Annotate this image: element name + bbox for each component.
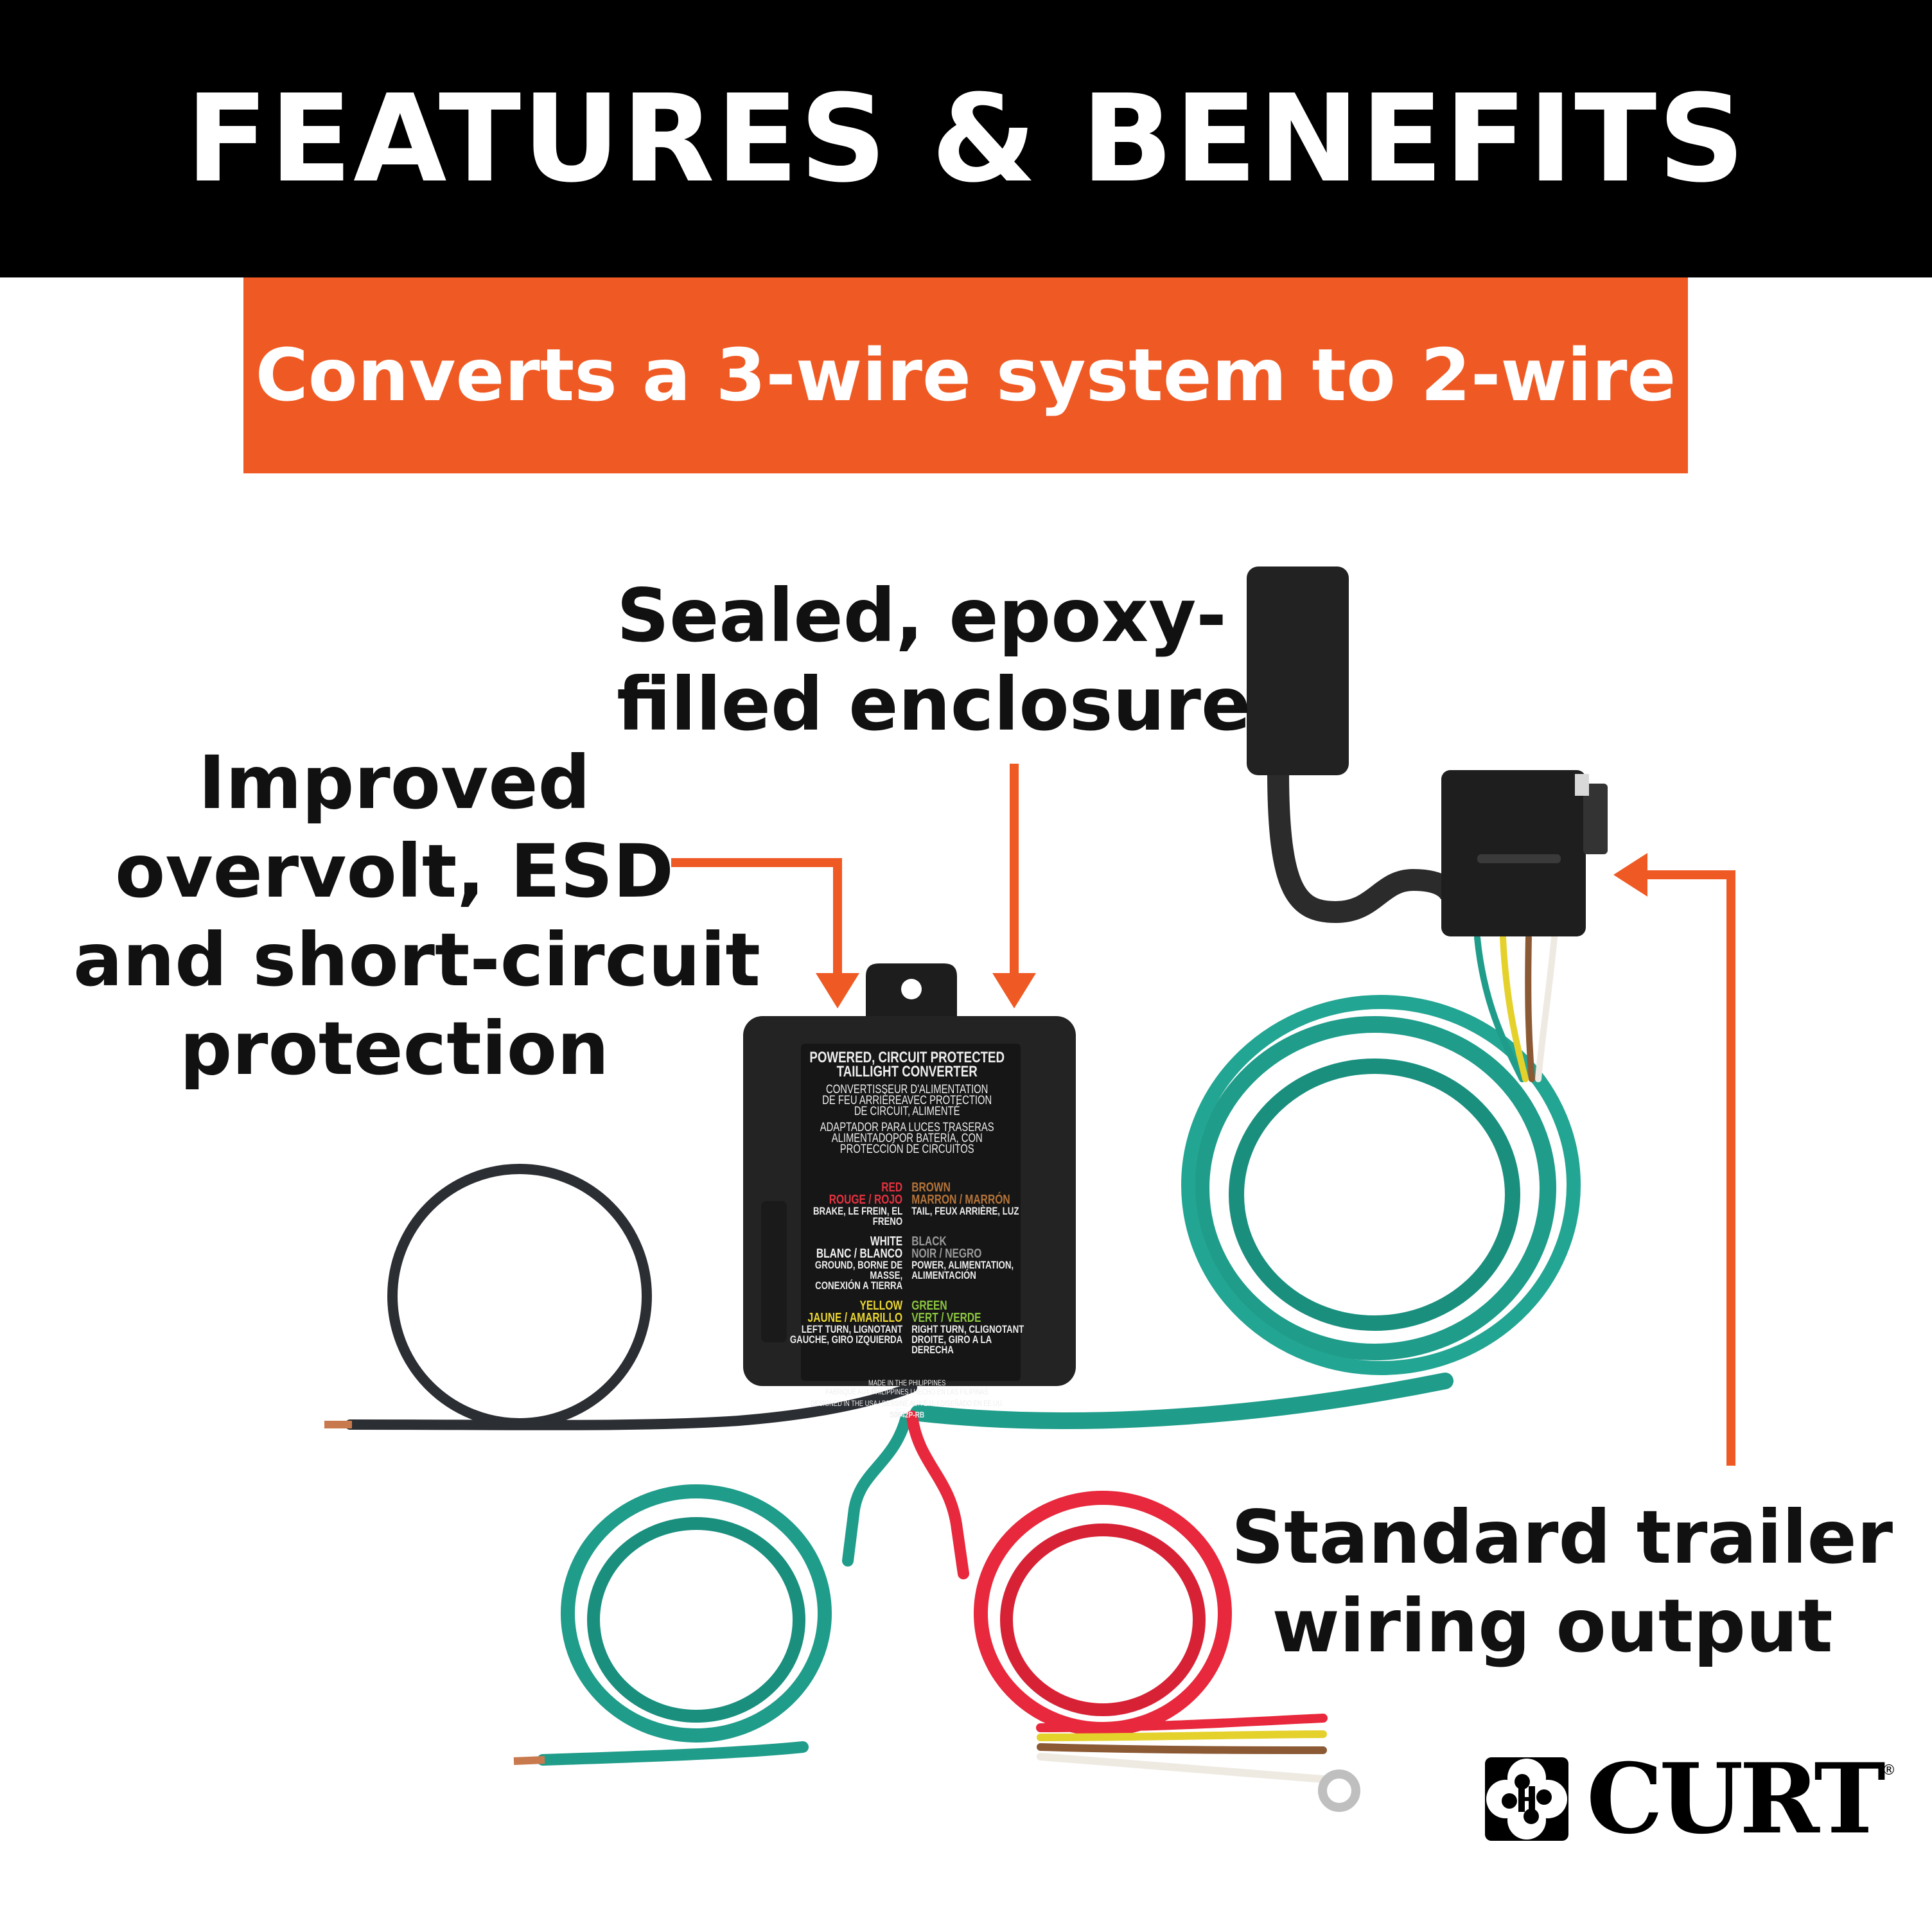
- curt-logo-text: CURT: [1586, 1743, 1886, 1856]
- wire-color: BLACK: [911, 1234, 947, 1249]
- label-spanish: ALIMENTADOPOR BATERÍA, CON: [831, 1132, 983, 1145]
- callout-protection: Improved overvolt, ESD and short-circuit…: [73, 739, 760, 1093]
- wire-function: POWER, ALIMENTATION,: [911, 1259, 1014, 1271]
- converter-box: [743, 963, 1076, 1386]
- header-bar: FEATURES & BENEFITS: [0, 0, 1932, 277]
- product-label: POWERED, CIRCUIT PROTECTED TAILLIGHT CON…: [787, 1049, 1027, 1419]
- green-wire-tip: [513, 1756, 545, 1765]
- wire-names: BLANC / BLANCO: [816, 1247, 903, 1261]
- curt-logo-mark-icon: [1485, 1757, 1568, 1841]
- wire-names: NOIR / NEGRO: [911, 1247, 982, 1261]
- label-title: TAILLIGHT CONVERTER: [836, 1063, 978, 1080]
- wire-names: MARRON / MARRÓN: [911, 1193, 1010, 1207]
- wire-function: DROITE, GIRO A LA DERECHA: [911, 1333, 992, 1356]
- label-spanish: ADAPTADOR PARA LUCES TRASERAS: [820, 1121, 994, 1134]
- callout-arrows: [671, 764, 1735, 1466]
- wire-color: BROWN: [911, 1181, 951, 1195]
- label-title: POWERED, CIRCUIT PROTECTED: [809, 1049, 1005, 1066]
- wire-color: RED: [881, 1181, 903, 1195]
- wire-function: LEFT TURN, LIGNOTANT: [801, 1323, 903, 1335]
- callout-line: Improved: [198, 740, 591, 825]
- callout-line: filled enclosure: [617, 662, 1251, 747]
- label-french: DE CIRCUIT, ALIMENTÉ: [854, 1105, 960, 1118]
- trailer-harness: [910, 935, 1581, 1429]
- registered-mark: ®: [1881, 1762, 1896, 1778]
- trailer-connector: [1247, 566, 1608, 936]
- red-lead: [906, 1410, 1328, 1783]
- label-french: DE FEU ARRIÈREAVEC PROTECTION: [822, 1094, 992, 1107]
- callout-line: Standard trailer: [1231, 1495, 1893, 1580]
- curt-logo: CURT ®: [1485, 1743, 1896, 1856]
- subtitle-banner: Converts a 3-wire system to 2-wire: [243, 277, 1688, 473]
- label-footer: DESIGNED IN THE USA I DESSINÉ AUX É.U. I…: [810, 1399, 1004, 1408]
- wire-function: ALIMENTACIÓN: [911, 1269, 976, 1281]
- arrow-output: [1644, 870, 1735, 1466]
- callout-line: wiring output: [1272, 1583, 1833, 1669]
- part-number: S0642P-RB: [890, 1410, 925, 1419]
- wire-function: BRAKE, LE FREIN, EL FRENO: [812, 1205, 903, 1227]
- ring-terminal: [1318, 1770, 1360, 1812]
- wire-function: GROUND, BORNE DE MASSE,: [814, 1259, 903, 1281]
- arrow-protection: [671, 858, 842, 976]
- wire-color: YELLOW: [859, 1299, 903, 1313]
- callout-line: Sealed, epoxy-: [617, 573, 1227, 658]
- wire-names: ROUGE / ROJO: [829, 1193, 903, 1207]
- green-lead: [537, 1414, 911, 1766]
- label-footer: FABRIQUÉ AUX PHILIPPINES I HECHO EN LAS …: [825, 1387, 988, 1396]
- wire-function: TAIL, FEUX ARRIÈRE, LUZ: [911, 1205, 1019, 1217]
- wire-function: CONEXIÓN A TIERRA: [815, 1279, 903, 1292]
- callout-line: overvolt, ESD: [115, 829, 674, 914]
- black-wire: [345, 1164, 917, 1430]
- label-french: CONVERTISSEUR D'ALIMENTATION: [826, 1083, 988, 1096]
- wire-names: VERT / VERDE: [911, 1311, 981, 1325]
- wire-color: GREEN: [911, 1299, 947, 1313]
- arrow-heads: [816, 853, 1647, 1008]
- wire-function: GAUCHE, GIRO IZQUIERDA: [789, 1333, 903, 1346]
- subtitle-text: Converts a 3-wire system to 2-wire: [255, 333, 1676, 417]
- wire-function: RIGHT TURN, CLIGNOTANT: [911, 1323, 1024, 1335]
- label-footer: MADE IN THE PHILIPPINES: [868, 1378, 946, 1387]
- callout-enclosure: Sealed, epoxy- filled enclosure: [617, 572, 1251, 749]
- label-spanish: PROTECCIÓN DE CIRCUITOS: [839, 1143, 974, 1156]
- wire-color: WHITE: [870, 1234, 903, 1249]
- callout-output: Standard trailer wiring output: [1231, 1493, 1893, 1671]
- callout-line: protection: [179, 1006, 610, 1091]
- wire-names: JAUNE / AMARILLO: [807, 1311, 903, 1325]
- page-title: FEATURES & BENEFITS: [186, 68, 1746, 209]
- callout-line: and short-circuit: [73, 917, 760, 1003]
